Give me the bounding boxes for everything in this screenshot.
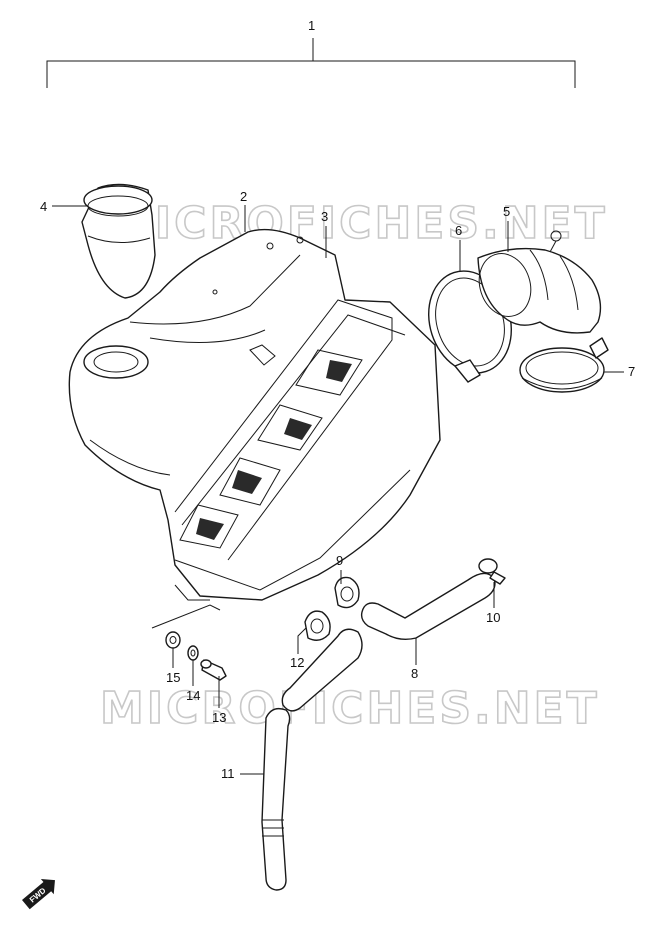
intake-funnel-part — [81, 183, 156, 299]
callout-5: 5 — [503, 204, 510, 219]
callout-10: 10 — [486, 610, 500, 625]
watermark-bottom: MICROFICHES.NET — [100, 683, 600, 734]
assembly-bracket — [46, 38, 576, 88]
callout-1: 1 — [308, 18, 315, 33]
clamp-lower-part — [519, 337, 609, 393]
washer-part — [187, 645, 199, 661]
callout-6: 6 — [455, 223, 462, 238]
watermark-top: MICROFICHES.NET — [108, 198, 608, 249]
drain-hose-part — [281, 572, 496, 712]
callout-3: 3 — [321, 209, 328, 224]
connector-duct-part — [477, 230, 602, 334]
breather-tube-part — [261, 707, 291, 891]
bolt-part — [200, 659, 227, 681]
callout-2: 2 — [240, 189, 247, 204]
callout-13: 13 — [212, 710, 226, 725]
grommet-part — [165, 631, 181, 649]
callout-9: 9 — [336, 553, 343, 568]
reference-line — [151, 604, 221, 629]
callout-15: 15 — [166, 670, 180, 685]
hose-clamp-part — [304, 576, 360, 641]
callout-14: 14 — [186, 688, 200, 703]
callout-8: 8 — [411, 666, 418, 681]
air-cleaner-box-part — [68, 228, 441, 601]
drain-plug-part — [478, 558, 506, 585]
callout-12: 12 — [290, 655, 304, 670]
callout-4: 4 — [40, 199, 47, 214]
leader-12 — [297, 627, 307, 654]
callout-11: 11 — [221, 766, 235, 781]
forward-arrow-icon: FWD — [22, 878, 55, 910]
callout-7: 7 — [628, 364, 635, 379]
